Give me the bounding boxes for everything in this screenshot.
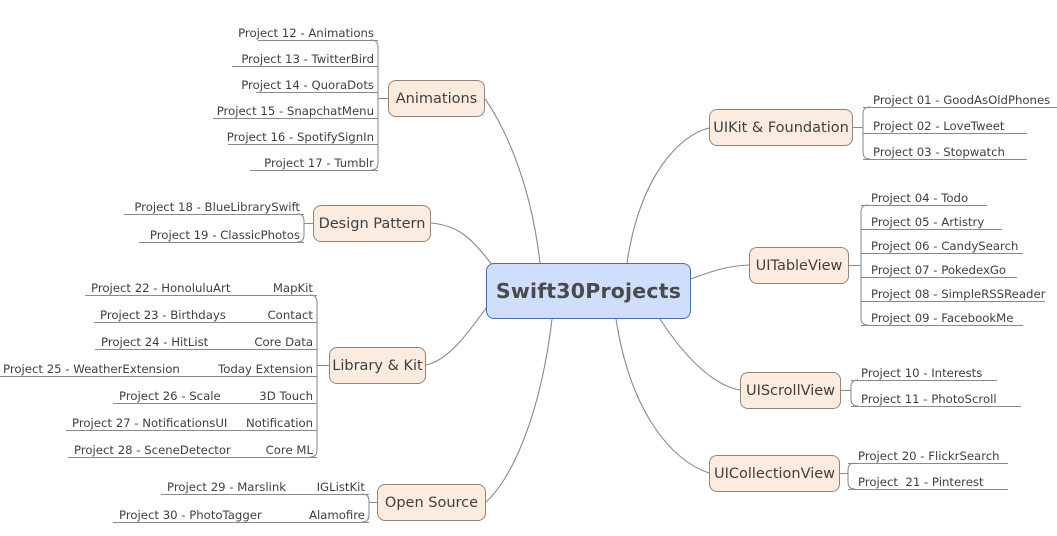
leaf-framework-name: MapKit: [272, 281, 313, 295]
edge-root-uicollectionview: [615, 318, 710, 474]
leaf-project-name: Project 02 - LoveTweet: [873, 119, 1005, 133]
edge-root-library-kit: [425, 299, 493, 366]
leaf-project-name: Project 29 - Marslink: [167, 480, 287, 494]
edge-root-uikit: [626, 127, 710, 264]
leaf-project-name: Project 20 - FlickrSearch: [858, 449, 1000, 463]
edge-root-animations: [484, 98, 541, 264]
leaf-project-name: Project 10 - Interests: [861, 366, 983, 380]
leaf-framework-name: Contact: [267, 308, 313, 322]
leaf-project-name: Project 15 - SnapchatMenu: [216, 104, 374, 118]
leaf-project-name: Project 12 - Animations: [238, 26, 374, 40]
leaf-project-name: Project 06 - CandySearch: [871, 239, 1019, 253]
branch-label: Open Source: [384, 494, 479, 511]
leaf-project-name: Project 28 - SceneDetector: [74, 443, 231, 457]
leaf-framework-name: 3D Touch: [259, 389, 313, 403]
leaf-node[interactable]: Project 29 - Marslink IGListKit: [167, 470, 365, 495]
leaf-node[interactable]: Project 09 - FacebookMe: [871, 305, 1017, 326]
leaf-project-name: Project 04 - Todo: [871, 191, 969, 205]
leaf-bracket: [850, 379, 859, 407]
leaf-node[interactable]: Project 24 - HitList Core Data: [101, 326, 313, 350]
leaf-node[interactable]: Project 23 - Birthdays Contact: [100, 299, 313, 323]
leaf-node[interactable]: Project 21 - Pinterest: [858, 467, 1002, 490]
leaf-project-name: Project 26 - Scale: [119, 389, 221, 403]
branch-label: UICollectionView: [713, 465, 836, 482]
leaf-node[interactable]: Project 10 - Interests: [861, 358, 991, 381]
root-label: Swift30Projects: [495, 279, 682, 303]
leaf-bracket: [860, 204, 869, 326]
leaf-framework-name: Core Data: [254, 335, 313, 349]
leaf-node[interactable]: Project 12 - Animations: [238, 18, 374, 41]
leaf-node[interactable]: Project 20 - FlickrSearch: [858, 441, 1002, 464]
leaf-project-name: Project 27 - NotificationsUI: [72, 416, 228, 430]
leaf-framework-name: Alamofire: [308, 508, 365, 522]
leaf-node[interactable]: Project 22 - HonoluluArt MapKit: [91, 272, 313, 296]
branch-node-open-source[interactable]: Open Source: [377, 484, 486, 521]
edge-root-open-source: [485, 318, 553, 503]
branch-node-animations[interactable]: Animations: [388, 80, 485, 117]
leaf-project-name: Project 13 - TwitterBird: [241, 52, 374, 66]
leaf-project-name: Project 01 - GoodAsOldPhones: [873, 93, 1051, 107]
branch-node-uiscrollview[interactable]: UIScrollView: [740, 372, 841, 409]
leaf-node[interactable]: Project 14 - QuoraDots: [241, 70, 374, 93]
leaf-node[interactable]: Project 01 - GoodAsOldPhones: [873, 85, 1057, 108]
leaf-node[interactable]: Project 08 - SimpleRSSReader: [871, 281, 1045, 302]
leaf-node[interactable]: Project 17 - Tumblr: [256, 148, 374, 171]
leaf-project-name: Project 14 - QuoraDots: [241, 78, 374, 92]
leaf-project-name: Project 18 - BlueLibrarySwift: [134, 200, 300, 214]
leaf-framework-name: Notification: [245, 416, 313, 430]
branch-node-uikit-foundation[interactable]: UIKit & Foundation: [709, 109, 853, 146]
leaf-project-name: Project 08 - SimpleRSSReader: [871, 287, 1046, 301]
leaf-project-name: Project 07 - PokedexGo: [871, 263, 1007, 277]
edge-root-uitableview: [687, 264, 750, 281]
leaf-project-name: Project 05 - Artistry: [871, 215, 985, 229]
branch-node-library-kit[interactable]: Library & Kit: [329, 347, 426, 384]
leaf-bracket: [847, 462, 856, 490]
leaf-project-name: Project 17 - Tumblr: [264, 156, 374, 170]
root-node[interactable]: Swift30Projects: [486, 263, 691, 319]
edge-root-design-pattern: [430, 222, 493, 266]
leaf-node[interactable]: Project 06 - CandySearch: [871, 233, 1019, 254]
branch-label: UITableView: [755, 257, 843, 274]
leaf-node[interactable]: Project 18 - BlueLibrarySwift: [130, 190, 300, 215]
leaf-bracket: [862, 106, 871, 160]
leaf-project-name: Project 23 - Birthdays: [100, 308, 226, 322]
leaf-project-name: Project 30 - PhotoTagger: [119, 508, 262, 522]
leaf-node[interactable]: Project 15 - SnapchatMenu: [216, 96, 374, 119]
leaf-node[interactable]: Project 27 - NotificationsUI Notification: [72, 407, 313, 431]
leaf-node[interactable]: Project 16 - SpotifySignIn: [227, 122, 374, 145]
leaf-project-name: Project 16 - SpotifySignIn: [226, 130, 374, 144]
leaf-project-name: Project 03 - Stopwatch: [873, 145, 1005, 159]
leaf-node[interactable]: Project 28 - SceneDetector Core ML: [74, 434, 313, 458]
branch-label: UIScrollView: [745, 382, 836, 399]
branch-node-uicollectionview[interactable]: UICollectionView: [709, 455, 840, 492]
leaf-node[interactable]: Project 30 - PhotoTagger Alamofire: [119, 498, 365, 523]
leaf-framework-name: IGListKit: [316, 480, 365, 494]
leaf-node[interactable]: Project 19 - ClassicPhotos: [145, 218, 300, 243]
branch-node-design-pattern[interactable]: Design Pattern: [313, 205, 431, 242]
leaf-node[interactable]: Project 26 - Scale 3D Touch: [119, 380, 313, 404]
leaf-project-name: Project 22 - HonoluluArt: [91, 281, 231, 295]
leaf-node[interactable]: Project 05 - Artistry: [871, 209, 996, 230]
branch-node-uitableview[interactable]: UITableView: [749, 247, 849, 284]
branch-label: Design Pattern: [318, 215, 426, 232]
leaf-node[interactable]: Project 25 - WeatherExtension Today Exten…: [3, 353, 313, 377]
leaf-framework-name: Today Extension: [218, 362, 313, 376]
leaf-project-name: Project 24 - HitList: [101, 335, 209, 349]
leaf-project-name: Project 25 - WeatherExtension: [3, 362, 180, 376]
leaf-framework-name: Core ML: [265, 443, 313, 457]
edge-root-uiscrollview: [659, 318, 741, 391]
leaf-project-name: Project 21 - Pinterest: [858, 475, 984, 489]
leaf-node[interactable]: Project 04 - Todo: [871, 185, 981, 206]
leaf-project-name: Project 11 - PhotoScroll: [861, 392, 997, 406]
leaf-project-name: Project 09 - FacebookMe: [871, 311, 1014, 325]
leaf-node[interactable]: Project 07 - PokedexGo: [871, 257, 1011, 278]
branch-label: Library & Kit: [332, 357, 423, 374]
leaf-node[interactable]: Project 13 - TwitterBird: [238, 44, 374, 67]
leaf-node[interactable]: Project 11 - PhotoScroll: [861, 384, 1015, 407]
branch-label: Animations: [395, 90, 478, 107]
branch-label: UIKit & Foundation: [713, 119, 849, 136]
leaf-node[interactable]: Project 03 - Stopwatch: [873, 137, 1021, 160]
leaf-project-name: Project 19 - ClassicPhotos: [149, 228, 300, 242]
leaf-node[interactable]: Project 02 - LoveTweet: [873, 111, 1021, 134]
